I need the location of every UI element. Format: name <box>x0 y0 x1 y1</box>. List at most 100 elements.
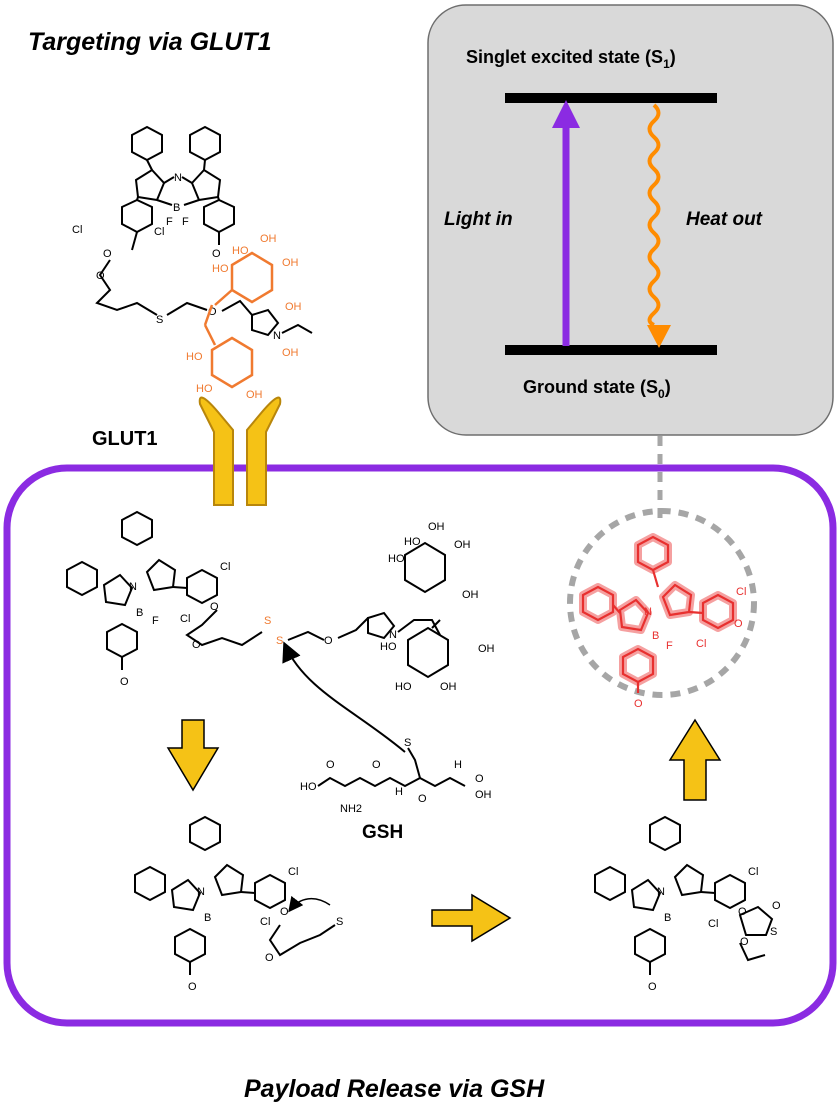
glut1-label: GLUT1 <box>92 428 158 450</box>
excited-state-label: Singlet excited state (S1) <box>466 47 676 71</box>
light-arrow-head <box>552 100 580 128</box>
svg-text:S: S <box>404 737 411 749</box>
svg-text:HO: HO <box>232 245 249 257</box>
svg-text:O: O <box>212 248 221 260</box>
svg-text:O: O <box>120 676 129 688</box>
svg-text:S: S <box>770 926 777 938</box>
heat-out-label: Heat out <box>686 209 763 230</box>
excited-state-level <box>505 93 717 103</box>
cell-membrane <box>3 464 837 1027</box>
svg-text:O: O <box>192 639 201 651</box>
ground-state-label: Ground state (S0) <box>523 377 671 401</box>
svg-text:Cl: Cl <box>736 586 746 598</box>
title-payload-release: Payload Release via GSH <box>244 1075 545 1103</box>
ground-state-level <box>505 345 717 355</box>
process-arrow-right <box>431 893 512 943</box>
process-arrow-up <box>668 718 722 801</box>
svg-text:Cl: Cl <box>220 561 230 573</box>
svg-text:O: O <box>772 900 781 912</box>
prodrug-molecule-top: N B F F O Cl Cl O S O O N <box>72 125 313 342</box>
svg-text:O: O <box>326 759 335 771</box>
svg-text:N: N <box>197 886 205 898</box>
svg-text:H: H <box>454 759 462 771</box>
svg-text:O: O <box>265 952 274 964</box>
svg-text:O: O <box>324 635 333 647</box>
svg-text:S: S <box>264 615 271 627</box>
svg-text:OH: OH <box>478 643 495 655</box>
svg-text:S: S <box>276 635 283 647</box>
svg-text:HO: HO <box>388 553 405 565</box>
heat-arrow-wave <box>647 103 661 327</box>
svg-text:B: B <box>136 607 143 619</box>
release-highlight-circle <box>567 508 757 698</box>
glut1-receptor <box>198 396 282 506</box>
svg-text:OH: OH <box>282 347 299 359</box>
gsh-molecule: HO O O NH2 H O H O OH S <box>300 737 492 815</box>
svg-text:Cl: Cl <box>288 866 298 878</box>
heat-arrow-head <box>647 325 671 348</box>
svg-text:B: B <box>664 912 671 924</box>
svg-text:Cl: Cl <box>154 226 164 238</box>
svg-text:O: O <box>103 248 112 260</box>
prodrug-molecule-inside: N B F Cl Cl O O O S S O N <box>66 510 441 688</box>
svg-text:B: B <box>652 630 659 642</box>
svg-text:F: F <box>166 216 173 228</box>
svg-text:F: F <box>182 216 189 228</box>
svg-text:HO: HO <box>196 383 213 395</box>
svg-text:NH2: NH2 <box>340 803 362 815</box>
svg-text:HO: HO <box>404 536 421 548</box>
svg-text:Cl: Cl <box>180 613 190 625</box>
svg-text:B: B <box>204 912 211 924</box>
released-dye-molecule: N B F Cl Cl O O <box>579 533 746 710</box>
svg-text:HO: HO <box>395 681 412 693</box>
svg-text:O: O <box>475 773 484 785</box>
svg-text:O: O <box>738 906 747 918</box>
svg-text:O: O <box>734 618 743 630</box>
svg-text:HO: HO <box>186 351 203 363</box>
svg-text:OH: OH <box>440 681 457 693</box>
svg-text:F: F <box>152 615 159 627</box>
energy-level-panel: Singlet excited state (S1) Ground state … <box>427 4 834 436</box>
svg-text:OH: OH <box>260 233 277 245</box>
svg-text:H: H <box>395 786 403 798</box>
svg-text:OH: OH <box>475 789 492 801</box>
svg-text:O: O <box>280 906 289 918</box>
svg-text:O: O <box>648 981 657 993</box>
svg-text:O: O <box>208 306 217 318</box>
process-arrow-down <box>166 719 220 792</box>
svg-text:Cl: Cl <box>708 918 718 930</box>
cyclized-molecule: N B Cl Cl O O O S O <box>594 815 781 993</box>
gsh-label: GSH <box>362 822 403 843</box>
svg-text:S: S <box>156 314 163 326</box>
svg-text:O: O <box>418 793 427 805</box>
svg-text:Cl: Cl <box>72 224 82 236</box>
svg-text:Cl: Cl <box>748 866 758 878</box>
svg-text:Cl: Cl <box>696 638 706 650</box>
svg-text:HO: HO <box>212 263 229 275</box>
svg-text:HO: HO <box>380 641 397 653</box>
svg-text:S: S <box>336 916 343 928</box>
intermediate-molecule: N B Cl Cl O O S O <box>134 815 343 993</box>
svg-text:N: N <box>657 886 665 898</box>
svg-text:O: O <box>210 601 219 613</box>
title-targeting: Targeting via GLUT1 <box>28 28 272 56</box>
svg-text:O: O <box>372 759 381 771</box>
thiol-attack-arrow <box>282 641 406 753</box>
svg-text:N: N <box>644 606 652 618</box>
svg-text:OH: OH <box>282 257 299 269</box>
svg-text:N: N <box>174 172 182 184</box>
svg-text:Cl: Cl <box>260 916 270 928</box>
svg-text:O: O <box>740 936 749 948</box>
svg-text:OH: OH <box>428 521 445 533</box>
panel-background <box>427 4 834 436</box>
svg-text:N: N <box>389 629 397 641</box>
svg-text:F: F <box>666 640 673 652</box>
svg-text:HO: HO <box>300 781 317 793</box>
svg-text:B: B <box>173 202 180 214</box>
svg-text:O: O <box>96 270 105 282</box>
svg-text:O: O <box>634 698 643 710</box>
svg-text:N: N <box>273 330 281 342</box>
sugar-moiety-inside: HO HO OH OH OH HO HO OH OH <box>380 521 495 693</box>
light-in-label: Light in <box>444 209 513 230</box>
